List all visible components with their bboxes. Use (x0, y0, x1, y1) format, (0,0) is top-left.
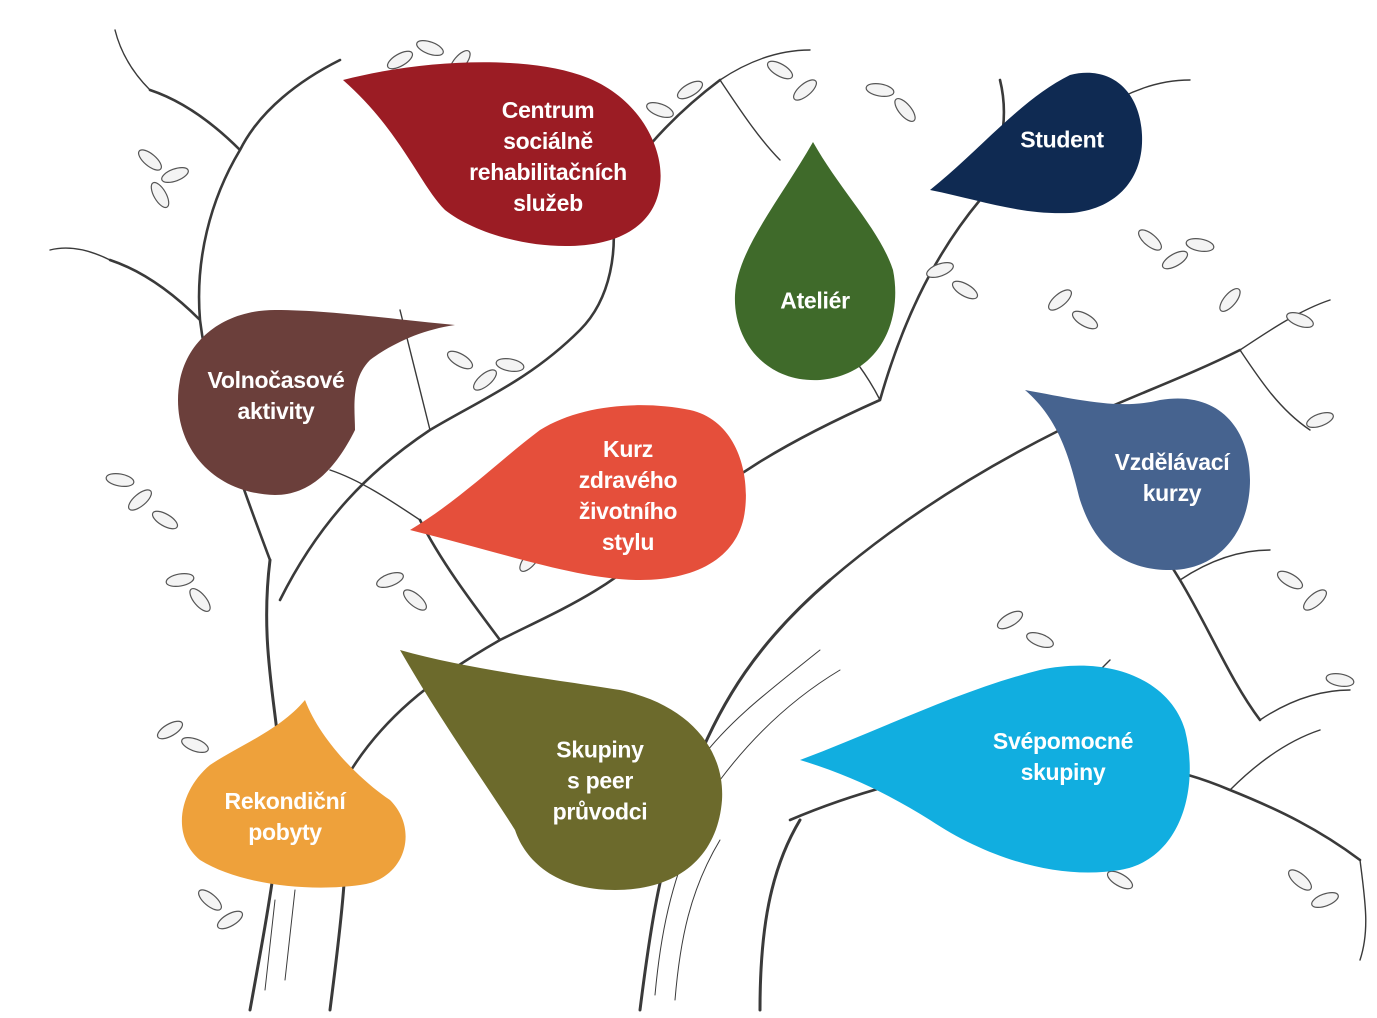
label-skupiny-peer: Skupiny s peer průvodci (552, 736, 648, 825)
label-student: Student (1020, 126, 1104, 153)
label-svepomocne: Svépomocné skupiny (992, 728, 1134, 785)
tree-trunk-shading (264, 649, 841, 1001)
tree-trunk (248, 558, 832, 1012)
label-volnocasove: Volnočasové aktivity (207, 367, 345, 424)
label-vzdelavaci: Vzdělávací kurzy (1114, 449, 1230, 506)
label-atelier: Ateliér (780, 287, 850, 314)
label-kurz: Kurz zdravého životního stylu (578, 436, 678, 555)
label-centrum: Centrum sociálně rehabilitačních služeb (469, 97, 627, 216)
label-rekondicni: Rekondiční pobyty (224, 788, 346, 845)
